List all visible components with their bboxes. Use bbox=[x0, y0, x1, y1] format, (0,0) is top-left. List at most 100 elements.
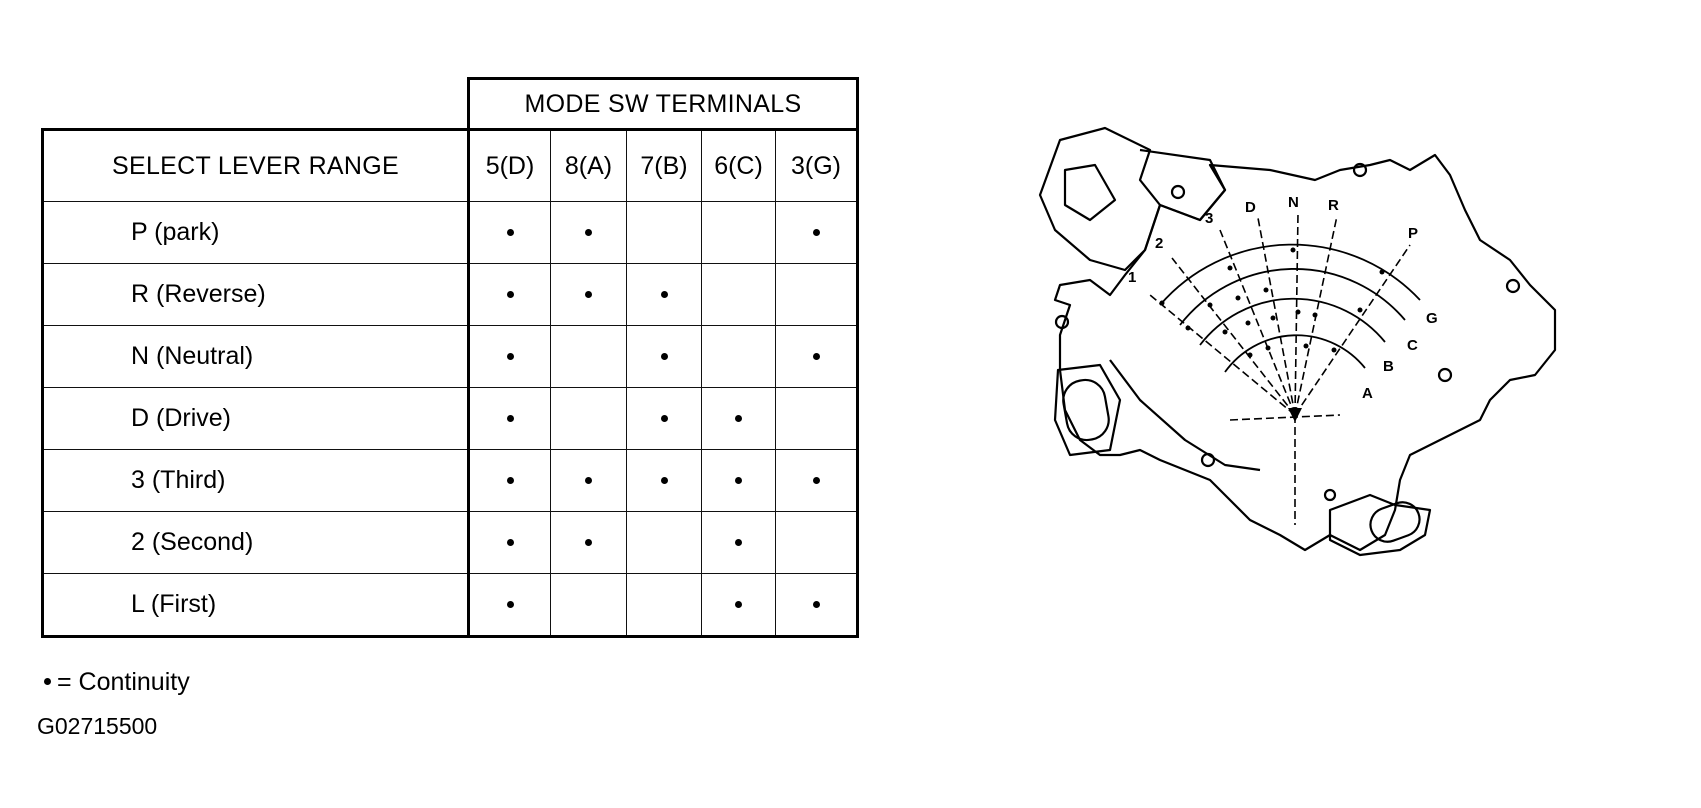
pivot-marker bbox=[1288, 408, 1302, 422]
mount-slot-right bbox=[1369, 501, 1421, 543]
terminal-header: 6(C) bbox=[701, 128, 776, 202]
continuity-dot-icon bbox=[585, 538, 592, 546]
bolt-hole bbox=[1352, 162, 1368, 178]
lever-range-label: P (park) bbox=[41, 201, 470, 264]
continuity-dot-icon bbox=[735, 414, 742, 422]
position-line bbox=[1257, 217, 1296, 416]
track-label: B bbox=[1383, 358, 1394, 375]
continuity-cell bbox=[468, 449, 551, 512]
table-row: 3 (Third) bbox=[41, 449, 859, 512]
terminal-header: 5(D) bbox=[468, 128, 551, 202]
continuity-grid: MODE SW TERMINALS SELECT LEVER RANGE 5(D… bbox=[41, 77, 859, 638]
continuity-cell bbox=[701, 573, 776, 638]
bolt-hole bbox=[1505, 278, 1521, 294]
continuity-cell bbox=[626, 387, 702, 450]
track-arc-b bbox=[1199, 297, 1386, 346]
continuity-dot-icon bbox=[660, 476, 668, 484]
position-label: 3 bbox=[1205, 210, 1213, 227]
continuity-cell bbox=[626, 263, 702, 326]
continuity-cell bbox=[775, 449, 859, 512]
bolt-hole bbox=[1054, 314, 1070, 330]
legend-text: = Continuity bbox=[57, 668, 190, 696]
position-label: 2 bbox=[1155, 235, 1163, 252]
continuity-cell bbox=[468, 263, 551, 326]
terminal-header: 8(A) bbox=[550, 128, 627, 202]
continuity-cell bbox=[626, 511, 702, 574]
bolt-hole bbox=[1437, 367, 1453, 383]
continuity-cell bbox=[775, 511, 859, 574]
track-label: G bbox=[1426, 310, 1438, 327]
position-line bbox=[1171, 257, 1296, 416]
guide-line bbox=[1229, 414, 1341, 421]
table-row: L (First) bbox=[41, 573, 859, 638]
position-line bbox=[1149, 294, 1296, 416]
continuity-cell bbox=[550, 325, 627, 388]
continuity-dot-icon bbox=[735, 476, 742, 484]
continuity-dot-icon bbox=[506, 476, 514, 484]
lever-range-label: 3 (Third) bbox=[41, 449, 470, 512]
table-row: R (Reverse) bbox=[41, 263, 859, 326]
continuity-cell bbox=[626, 449, 702, 512]
table-row: 2 (Second) bbox=[41, 511, 859, 574]
continuity-cell bbox=[775, 573, 859, 638]
position-label: R bbox=[1328, 197, 1339, 214]
blank-corner bbox=[43, 79, 469, 130]
position-label: D bbox=[1245, 199, 1256, 216]
track-arc-c bbox=[1179, 268, 1406, 326]
table-row: N (Neutral) bbox=[41, 325, 859, 388]
continuity-dot-icon bbox=[44, 677, 51, 685]
continuity-cell bbox=[550, 449, 627, 512]
lever-range-label: D (Drive) bbox=[41, 387, 470, 450]
continuity-table: MODE SW TERMINALS SELECT LEVER RANGE 5(D… bbox=[41, 77, 859, 638]
switch-body-inner bbox=[1109, 359, 1261, 472]
continuity-cell bbox=[468, 511, 551, 574]
continuity-cell bbox=[468, 325, 551, 388]
continuity-dot-icon bbox=[812, 228, 820, 236]
continuity-cell bbox=[701, 263, 776, 326]
continuity-cell bbox=[550, 511, 627, 574]
continuity-cell bbox=[550, 201, 627, 264]
switch-body bbox=[1053, 153, 1557, 552]
continuity-dot-icon bbox=[812, 600, 820, 608]
position-lines bbox=[1149, 212, 1411, 525]
position-label: P bbox=[1408, 225, 1418, 242]
track-arc-a bbox=[1224, 334, 1366, 373]
continuity-cell bbox=[701, 387, 776, 450]
track-label: C bbox=[1407, 337, 1418, 354]
continuity-dot-icon bbox=[585, 228, 592, 236]
continuity-dot-icon bbox=[735, 600, 742, 608]
continuity-cell bbox=[701, 449, 776, 512]
continuity-cell bbox=[550, 263, 627, 326]
continuity-cell bbox=[701, 201, 776, 264]
table-row: D (Drive) bbox=[41, 387, 859, 450]
continuity-cell bbox=[468, 201, 551, 264]
continuity-cell bbox=[626, 325, 702, 388]
position-line bbox=[1219, 229, 1296, 416]
terminal-header: 3(G) bbox=[775, 128, 859, 202]
continuity-dot-icon bbox=[660, 352, 668, 360]
track-arc-g bbox=[1159, 243, 1421, 306]
continuity-cell bbox=[550, 387, 627, 450]
continuity-dot-icon bbox=[506, 290, 514, 298]
continuity-cell bbox=[775, 325, 859, 388]
position-label: 1 bbox=[1128, 269, 1136, 286]
continuity-cell bbox=[775, 387, 859, 450]
bolt-hole bbox=[1323, 488, 1337, 502]
continuity-dot-icon bbox=[506, 600, 514, 608]
continuity-cell bbox=[701, 325, 776, 388]
lever-range-label: N (Neutral) bbox=[41, 325, 470, 388]
mode-sw-terminals-header: MODE SW TERMINALS bbox=[467, 77, 859, 130]
select-lever-range-header: SELECT LEVER RANGE bbox=[41, 128, 470, 202]
continuity-cell bbox=[775, 201, 859, 264]
continuity-dot-icon bbox=[506, 414, 514, 422]
terminal-header: 7(B) bbox=[626, 128, 702, 202]
legend: = Continuity bbox=[44, 668, 190, 697]
continuity-cell bbox=[550, 573, 627, 638]
continuity-cell bbox=[775, 263, 859, 326]
continuity-dot-icon bbox=[812, 476, 820, 484]
continuity-dot-icon bbox=[812, 352, 820, 360]
continuity-cell bbox=[468, 387, 551, 450]
mount-slot-left bbox=[1062, 378, 1110, 442]
